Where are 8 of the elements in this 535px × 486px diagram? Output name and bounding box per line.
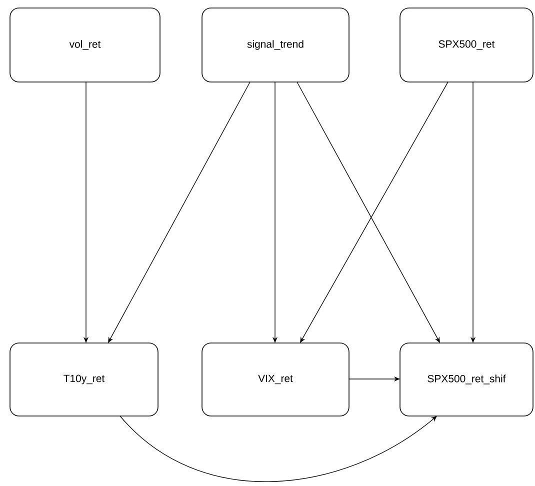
- process-box: SPX500_ret_shif: [400, 342, 534, 416]
- process-box: signal_trend: [202, 8, 350, 82]
- arrow: [108, 82, 250, 343]
- process-box: T10y_ret: [10, 342, 158, 416]
- arrow: [120, 416, 437, 482]
- process-box: SPX500_ret: [400, 8, 534, 82]
- process-box: vol_ret: [10, 8, 160, 82]
- process-box: VIX_ret: [202, 342, 350, 416]
